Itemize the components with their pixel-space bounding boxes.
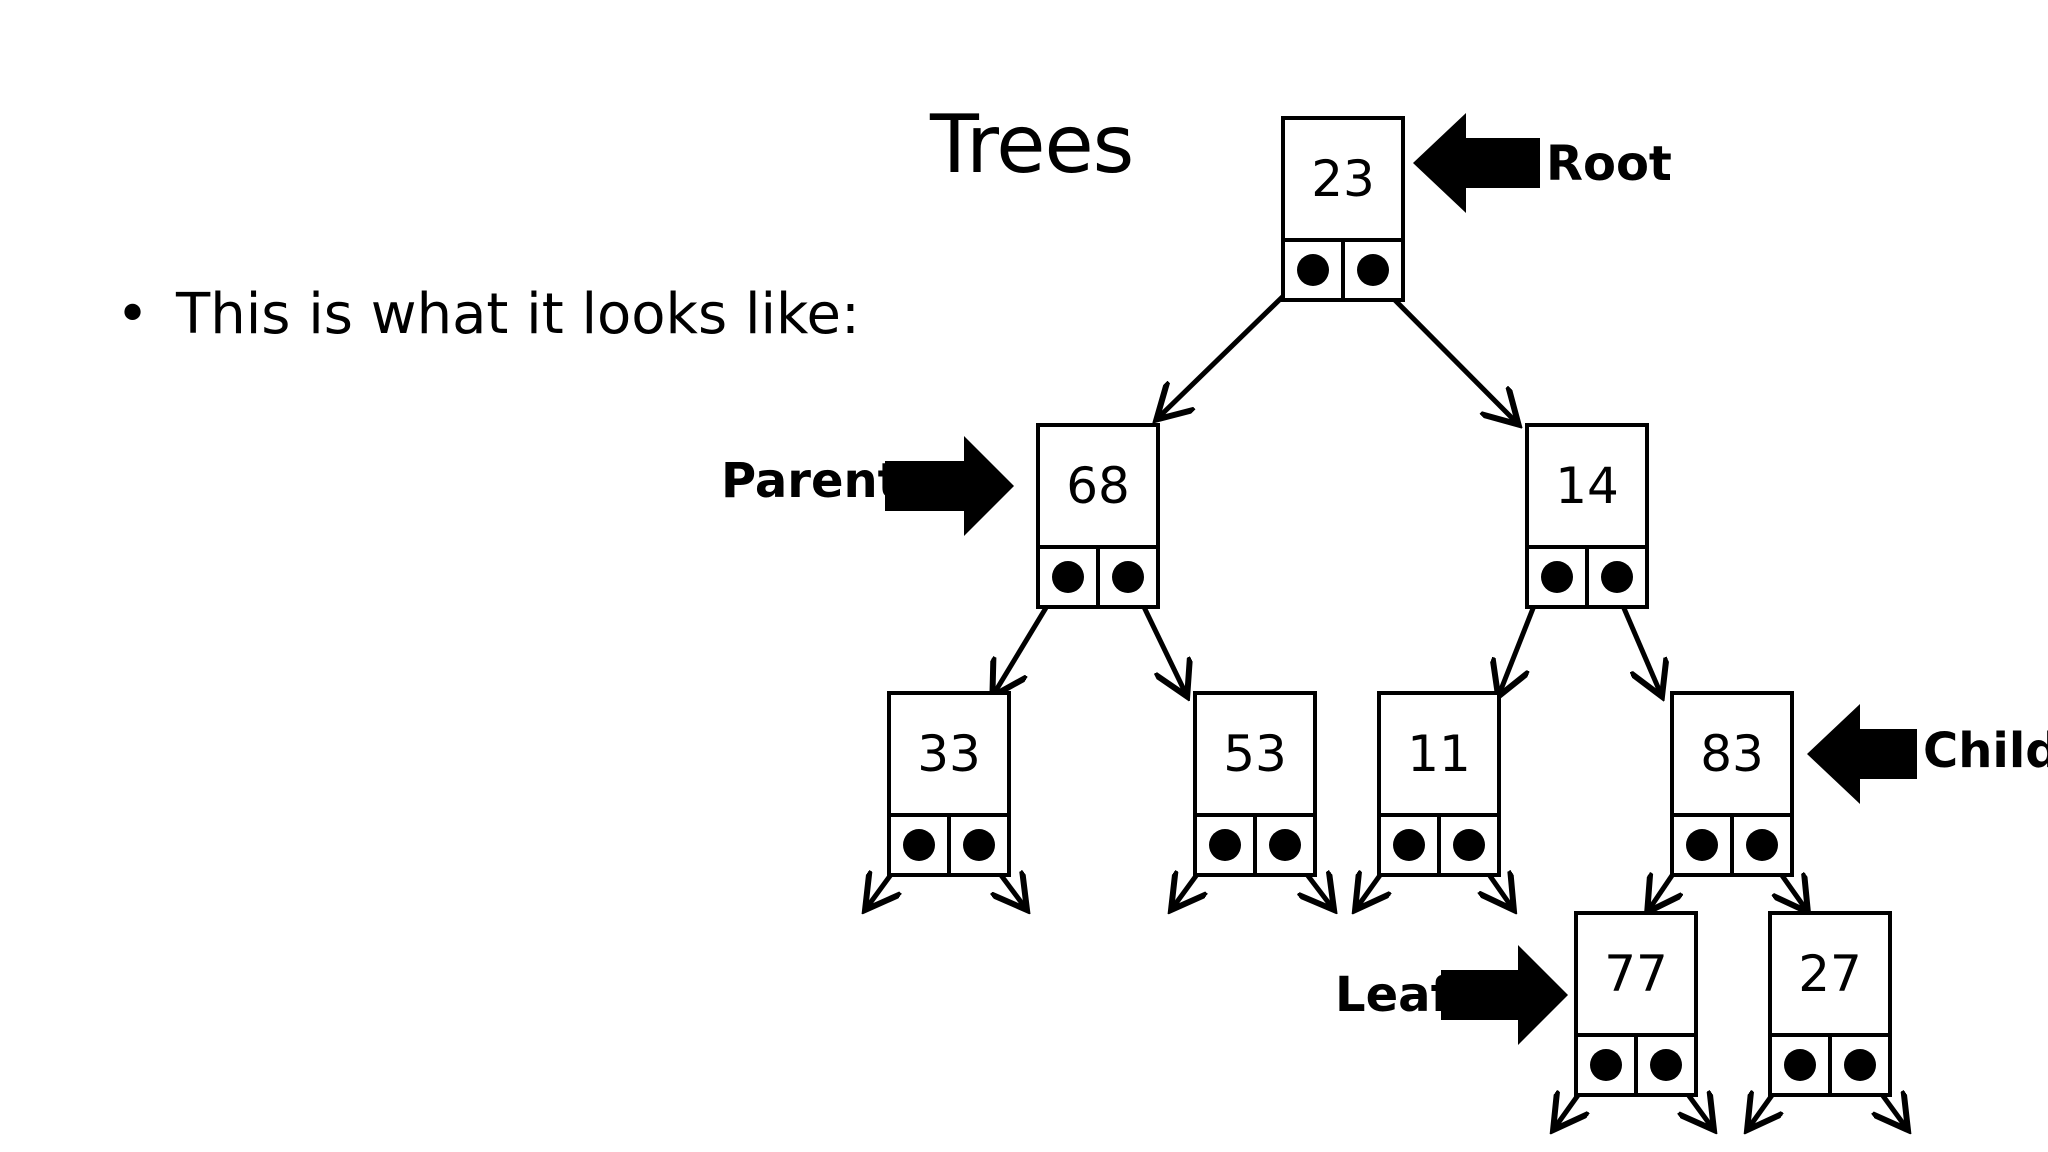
node-value-rr-right: 27 xyxy=(1798,945,1862,1003)
root-pointer-arrow xyxy=(1413,113,1540,213)
bullet-item: • This is what it looks like: xyxy=(116,282,860,347)
bullet-text: This is what it looks like: xyxy=(176,282,860,347)
parent-pointer-arrow xyxy=(885,436,1014,536)
tree-node: 11 xyxy=(1377,691,1501,877)
child-pointer-arrow xyxy=(1807,704,1917,804)
tree-node: 23 xyxy=(1281,116,1405,302)
node-value-root: 23 xyxy=(1311,150,1375,208)
label-leaf: Leaf xyxy=(1335,967,1453,1023)
tree-node: 53 xyxy=(1193,691,1317,877)
node-value-right-left: 11 xyxy=(1407,725,1471,783)
node-value-rr-left: 77 xyxy=(1604,945,1668,1003)
node-value-right-right: 83 xyxy=(1700,725,1764,783)
tree-node: 68 xyxy=(1036,423,1160,609)
tree-node: 33 xyxy=(887,691,1011,877)
tree-node: 77 xyxy=(1574,911,1698,1097)
leaf-pointer-arrow xyxy=(1441,945,1568,1045)
node-value-right: 14 xyxy=(1555,457,1619,515)
tree-node: 83 xyxy=(1670,691,1794,877)
label-child: Child xyxy=(1923,723,2048,779)
tree-node: 27 xyxy=(1768,911,1892,1097)
slide-title: Trees xyxy=(930,98,1134,191)
tree-node: 14 xyxy=(1525,423,1649,609)
label-root: Root xyxy=(1546,136,1672,192)
node-value-left-left: 33 xyxy=(917,725,981,783)
node-value-left: 68 xyxy=(1066,457,1130,515)
label-parent: Parent xyxy=(721,453,901,509)
bullet-icon: • xyxy=(116,282,150,347)
node-value-left-right: 53 xyxy=(1223,725,1287,783)
